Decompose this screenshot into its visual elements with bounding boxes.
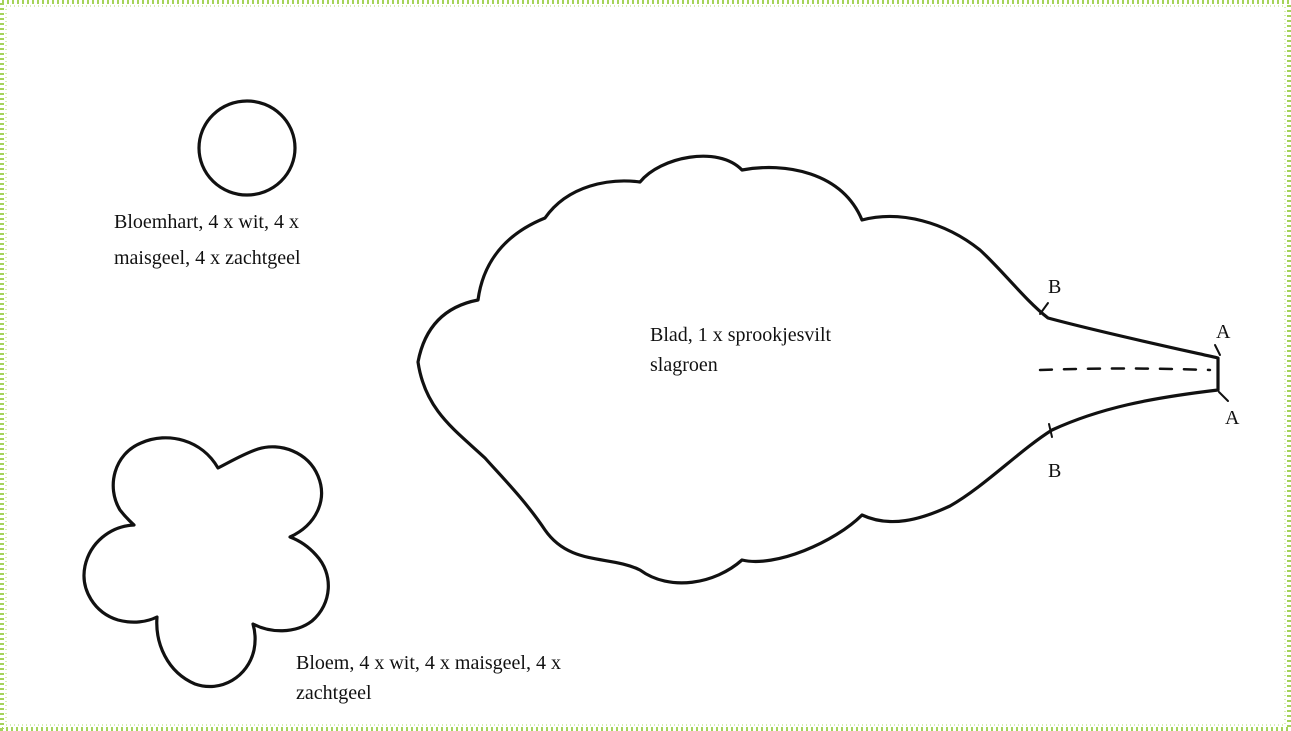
blad-tick-bottom-a — [1218, 391, 1229, 402]
blad-label: Blad, 1 x sprookjesvilt slagroen — [650, 324, 836, 376]
marker-b-top: B — [1048, 276, 1061, 298]
bloem-label-line-1: Bloem, 4 x wit, 4 x maisgeel, 4 x — [296, 652, 561, 674]
blad-label-line-2: slagroen — [650, 354, 718, 376]
bloemhart-label: Bloemhart, 4 x wit, 4 x maisgeel, 4 x za… — [114, 211, 304, 269]
bloemhart-label-line-1: Bloemhart, 4 x wit, 4 x — [114, 211, 299, 233]
blad-tick-top-b — [1039, 302, 1049, 315]
bloemhart-label-line-2: maisgeel, 4 x zachtgeel — [114, 247, 301, 269]
blad-outline — [416, 154, 1220, 585]
bloemhart-piece: Bloemhart, 4 x wit, 4 x maisgeel, 4 x za… — [114, 99, 304, 269]
blad-piece: B B A A Blad, 1 x sprookjesvilt slagroen — [416, 154, 1240, 585]
blad-fold-line — [1038, 367, 1212, 372]
blad-tick-top-a — [1214, 344, 1221, 356]
bloem-piece: Bloem, 4 x wit, 4 x maisgeel, 4 x zachtg… — [82, 436, 566, 704]
blad-tick-bottom-b — [1048, 423, 1053, 438]
bloem-label-line-2: zachtgeel — [296, 682, 372, 704]
marker-a-bottom: A — [1225, 407, 1240, 429]
bloem-label: Bloem, 4 x wit, 4 x maisgeel, 4 x zachtg… — [296, 652, 566, 704]
marker-b-bottom: B — [1048, 460, 1061, 482]
bloem-outline — [82, 436, 330, 689]
bloemhart-outline — [197, 99, 297, 197]
marker-a-top: A — [1216, 321, 1231, 343]
blad-label-line-1: Blad, 1 x sprookjesvilt — [650, 324, 832, 346]
